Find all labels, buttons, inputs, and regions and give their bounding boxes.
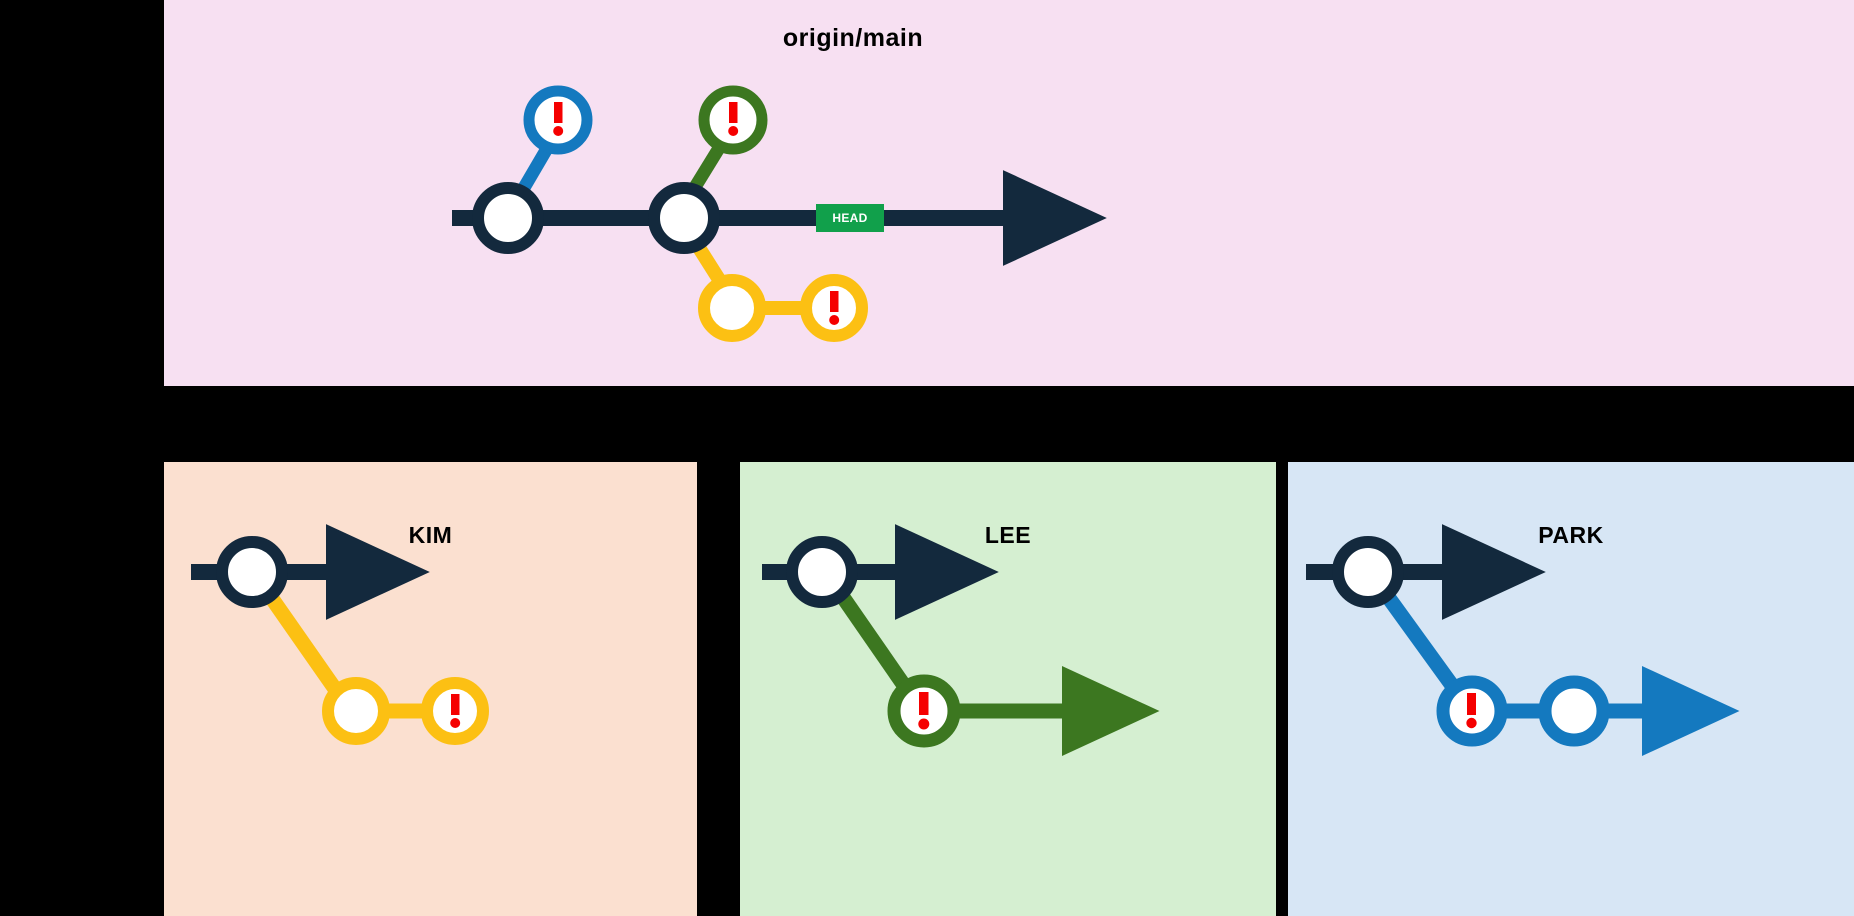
remote-node-commit-1[interactable] xyxy=(472,182,544,254)
remote-node-kim-conflict[interactable] xyxy=(800,274,868,342)
panel-park: PARK xyxy=(1288,462,1854,916)
park-node-commit-main[interactable] xyxy=(1332,536,1404,608)
lee-node-conflict[interactable] xyxy=(887,674,961,748)
kim-branch-edge xyxy=(259,585,347,701)
lee-node-commit-main[interactable] xyxy=(786,536,858,608)
kim-node-conflict[interactable] xyxy=(421,677,489,745)
kim-node-commit-main[interactable] xyxy=(216,536,288,608)
panel-title-park: PARK xyxy=(1538,522,1604,548)
lee-branch-edge xyxy=(831,585,917,699)
kim-node-commit-local[interactable] xyxy=(322,677,390,745)
remote-node-kim-commit[interactable] xyxy=(698,274,766,342)
panel-remote-origin-main: origin/main xyxy=(164,0,1854,386)
park-branch-edge xyxy=(1376,585,1466,700)
remote-node-lee-conflict[interactable] xyxy=(698,85,768,155)
remote-branch-graph xyxy=(452,85,1107,342)
panel-title-origin-main: origin/main xyxy=(782,24,924,52)
head-badge[interactable]: HEAD xyxy=(816,204,884,232)
park-node-commit-local[interactable] xyxy=(1538,675,1610,747)
head-badge-label: HEAD xyxy=(832,211,868,225)
panel-kim: KIM xyxy=(164,462,697,916)
lee-branch-graph xyxy=(762,524,1160,756)
kim-branch-graph xyxy=(191,524,489,745)
park-branch-graph xyxy=(1306,524,1740,756)
remote-node-park-conflict[interactable] xyxy=(523,85,593,155)
park-node-conflict[interactable] xyxy=(1436,675,1508,747)
panel-lee: LEE xyxy=(740,462,1276,916)
remote-node-commit-head[interactable] xyxy=(648,182,720,254)
